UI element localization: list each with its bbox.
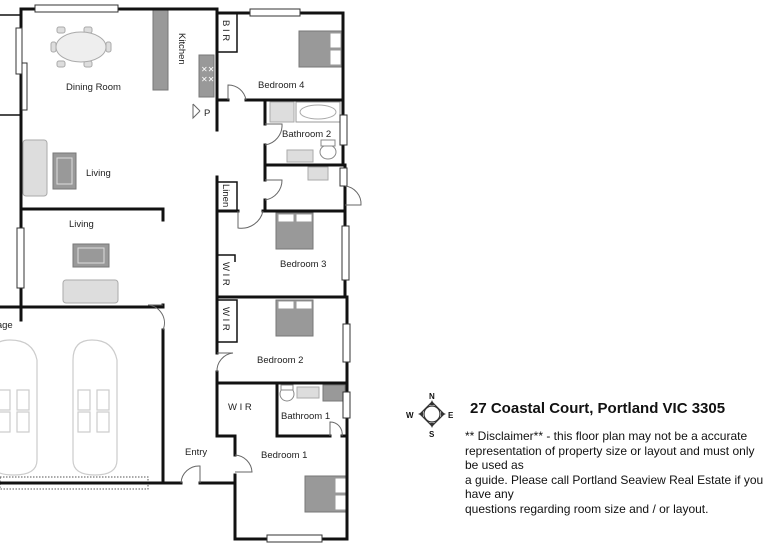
sink-icon [286, 149, 314, 163]
rug-icon [52, 152, 77, 190]
sofa-icon [22, 139, 48, 197]
room-label-bir: B I R [220, 20, 231, 41]
disclaimer-line: questions regarding room size and / or l… [465, 501, 709, 516]
compass-e: E [448, 411, 454, 420]
property-address: 27 Coastal Court, Portland VIC 3305 [470, 400, 726, 417]
room-label-pantry: P [204, 108, 210, 119]
room-label-bedroom-4: Bedroom 4 [258, 80, 304, 91]
laundry-tub-icon [307, 166, 329, 181]
room-label-kitchen: Kitchen [176, 33, 187, 65]
room-label-linen: Linen [220, 184, 231, 207]
bed-icon [275, 212, 314, 250]
windows [15, 4, 351, 543]
bathtub-icon [269, 101, 341, 123]
kitchen-bench-icon [152, 9, 169, 91]
compass-s: S [429, 430, 435, 439]
disclaimer-line: ** Disclaimer** - this floor plan may no… [465, 429, 748, 443]
sofa-icon [62, 279, 119, 304]
room-label-dining-room: Dining Room [66, 82, 121, 93]
room-label-bathroom-2: Bathroom 2 [282, 129, 331, 140]
dining-table-icon [50, 26, 112, 68]
compass-w: W [406, 411, 414, 420]
svg-text:✕✕: ✕✕ [201, 75, 214, 84]
stove-icon: ✕✕✕✕ [198, 54, 215, 98]
shower-icon [322, 384, 346, 402]
compass-icon: N S E W [406, 392, 454, 439]
room-label-entry: Entry [185, 447, 207, 458]
car-icon [0, 339, 38, 476]
room-label-wir: W I R [228, 402, 252, 413]
disclaimer-line: a guide. Please call Portland Seaview Re… [465, 472, 764, 502]
room-label-bedroom-3: Bedroom 3 [280, 259, 326, 270]
doors [147, 84, 362, 484]
furniture: ✕✕✕✕ [0, 9, 348, 513]
car-icon [72, 339, 118, 476]
room-label-living-2: Living [69, 219, 94, 230]
room-label-garage: Garage [0, 320, 13, 331]
room-label-bathroom-1: Bathroom 1 [281, 411, 330, 422]
svg-text:✕✕: ✕✕ [201, 65, 214, 74]
toilet-icon [319, 139, 337, 160]
disclaimer-line: representation of property size or layou… [465, 443, 755, 473]
disclaimer: ** Disclaimer** - this floor plan may no… [465, 429, 765, 516]
bed-icon [275, 299, 314, 337]
bed-icon [298, 30, 344, 68]
room-label-wir: W I R [220, 262, 231, 286]
sink-icon [296, 386, 320, 399]
bed-icon [304, 475, 348, 513]
room-label-wir: W I R [220, 307, 231, 331]
room-label-bedroom-1: Bedroom 1 [261, 450, 307, 461]
toilet-icon [279, 384, 295, 402]
room-label-bedroom-2: Bedroom 2 [257, 355, 303, 366]
room-label-living: Living [86, 168, 111, 179]
rug-icon [72, 243, 110, 268]
compass-n: N [429, 392, 435, 401]
walls [0, 7, 349, 541]
